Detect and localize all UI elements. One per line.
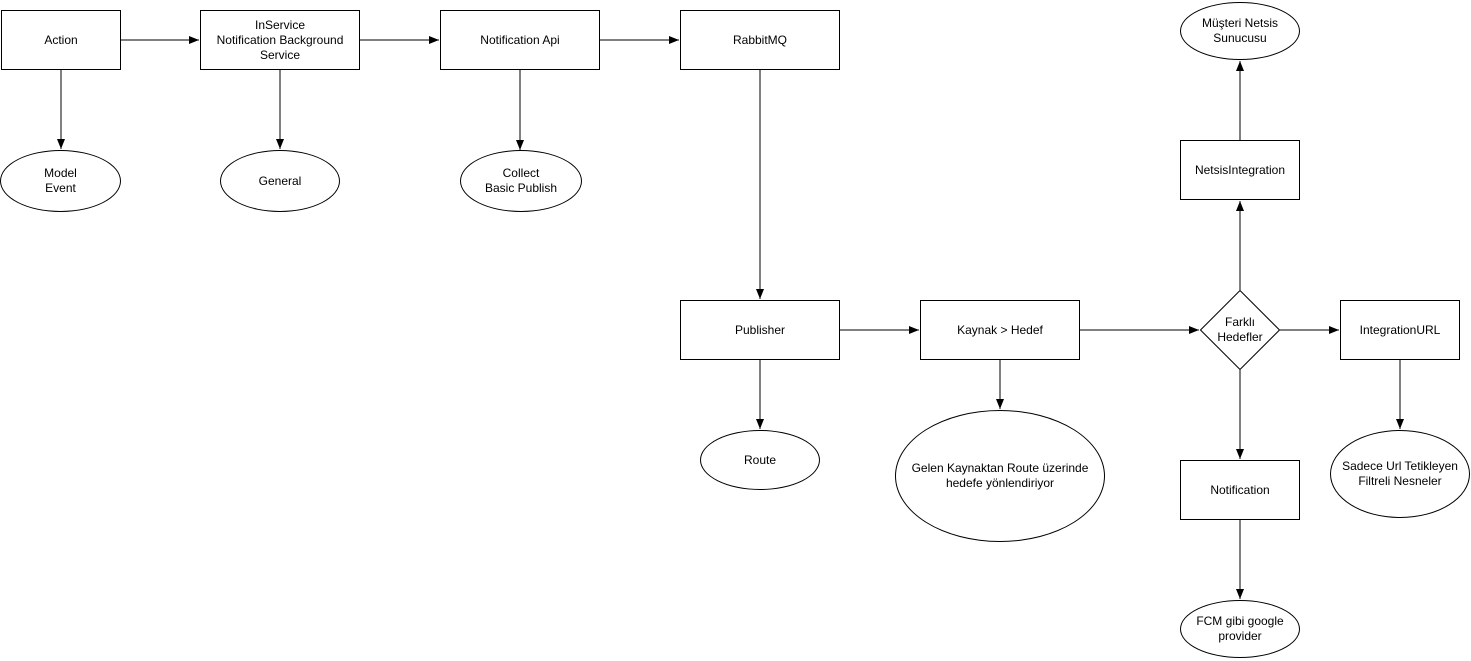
node-musteri-netsis-sunucusu: Müşteri Netsis Sunucusu xyxy=(1180,2,1300,60)
node-label: InService Notification Background Servic… xyxy=(216,17,344,62)
node-rabbitmq: RabbitMQ xyxy=(680,10,840,70)
node-general: General xyxy=(220,150,340,212)
node-label: RabbitMQ xyxy=(732,32,788,47)
node-label: Kaynak > Hedef xyxy=(957,322,1043,337)
node-publisher: Publisher xyxy=(680,300,840,360)
node-action: Action xyxy=(1,10,121,70)
node-fcm-provider: FCM gibi google provider xyxy=(1180,600,1300,658)
node-inservice-notification-background-service: InService Notification Background Servic… xyxy=(200,10,360,70)
node-label: Action xyxy=(44,32,78,47)
node-label: Publisher xyxy=(734,322,786,337)
diamond-outline xyxy=(1200,290,1280,370)
node-route: Route xyxy=(700,430,820,490)
node-label: Gelen Kaynaktan Route üzerinde hedefe yö… xyxy=(911,461,1089,490)
node-farkli-hedefler: Farklı Hedefler xyxy=(1200,290,1280,370)
node-model-event: Model Event xyxy=(0,150,121,212)
node-kaynak-hedef: Kaynak > Hedef xyxy=(920,300,1080,360)
node-collect-basic-publish: Collect Basic Publish xyxy=(460,150,582,212)
node-label: General xyxy=(258,173,302,188)
node-notification-api: Notification Api xyxy=(440,10,600,70)
node-label: Route xyxy=(743,452,777,467)
node-notification: Notification xyxy=(1180,460,1300,520)
node-label: FCM gibi google provider xyxy=(1196,614,1284,643)
node-label: Notification xyxy=(1210,482,1270,497)
node-label: Farklı Hedefler xyxy=(1217,315,1263,344)
node-label: Sadece Url Tetikleyen Filtreli Nesneler xyxy=(1342,459,1458,488)
node-label: Müşteri Netsis Sunucusu xyxy=(1201,16,1278,45)
node-gelen-kaynaktan-route: Gelen Kaynaktan Route üzerinde hedefe yö… xyxy=(895,410,1105,542)
node-integrationurl: IntegrationURL xyxy=(1340,300,1460,360)
node-label: Notification Api xyxy=(480,32,560,47)
node-netsisintegration: NetsisIntegration xyxy=(1180,140,1300,200)
node-label: Collect Basic Publish xyxy=(484,166,558,195)
node-label: NetsisIntegration xyxy=(1194,162,1286,177)
node-sadece-url-tetikleyen: Sadece Url Tetikleyen Filtreli Nesneler xyxy=(1330,430,1470,518)
node-label: IntegrationURL xyxy=(1359,322,1441,337)
node-label: Model Event xyxy=(44,166,77,195)
